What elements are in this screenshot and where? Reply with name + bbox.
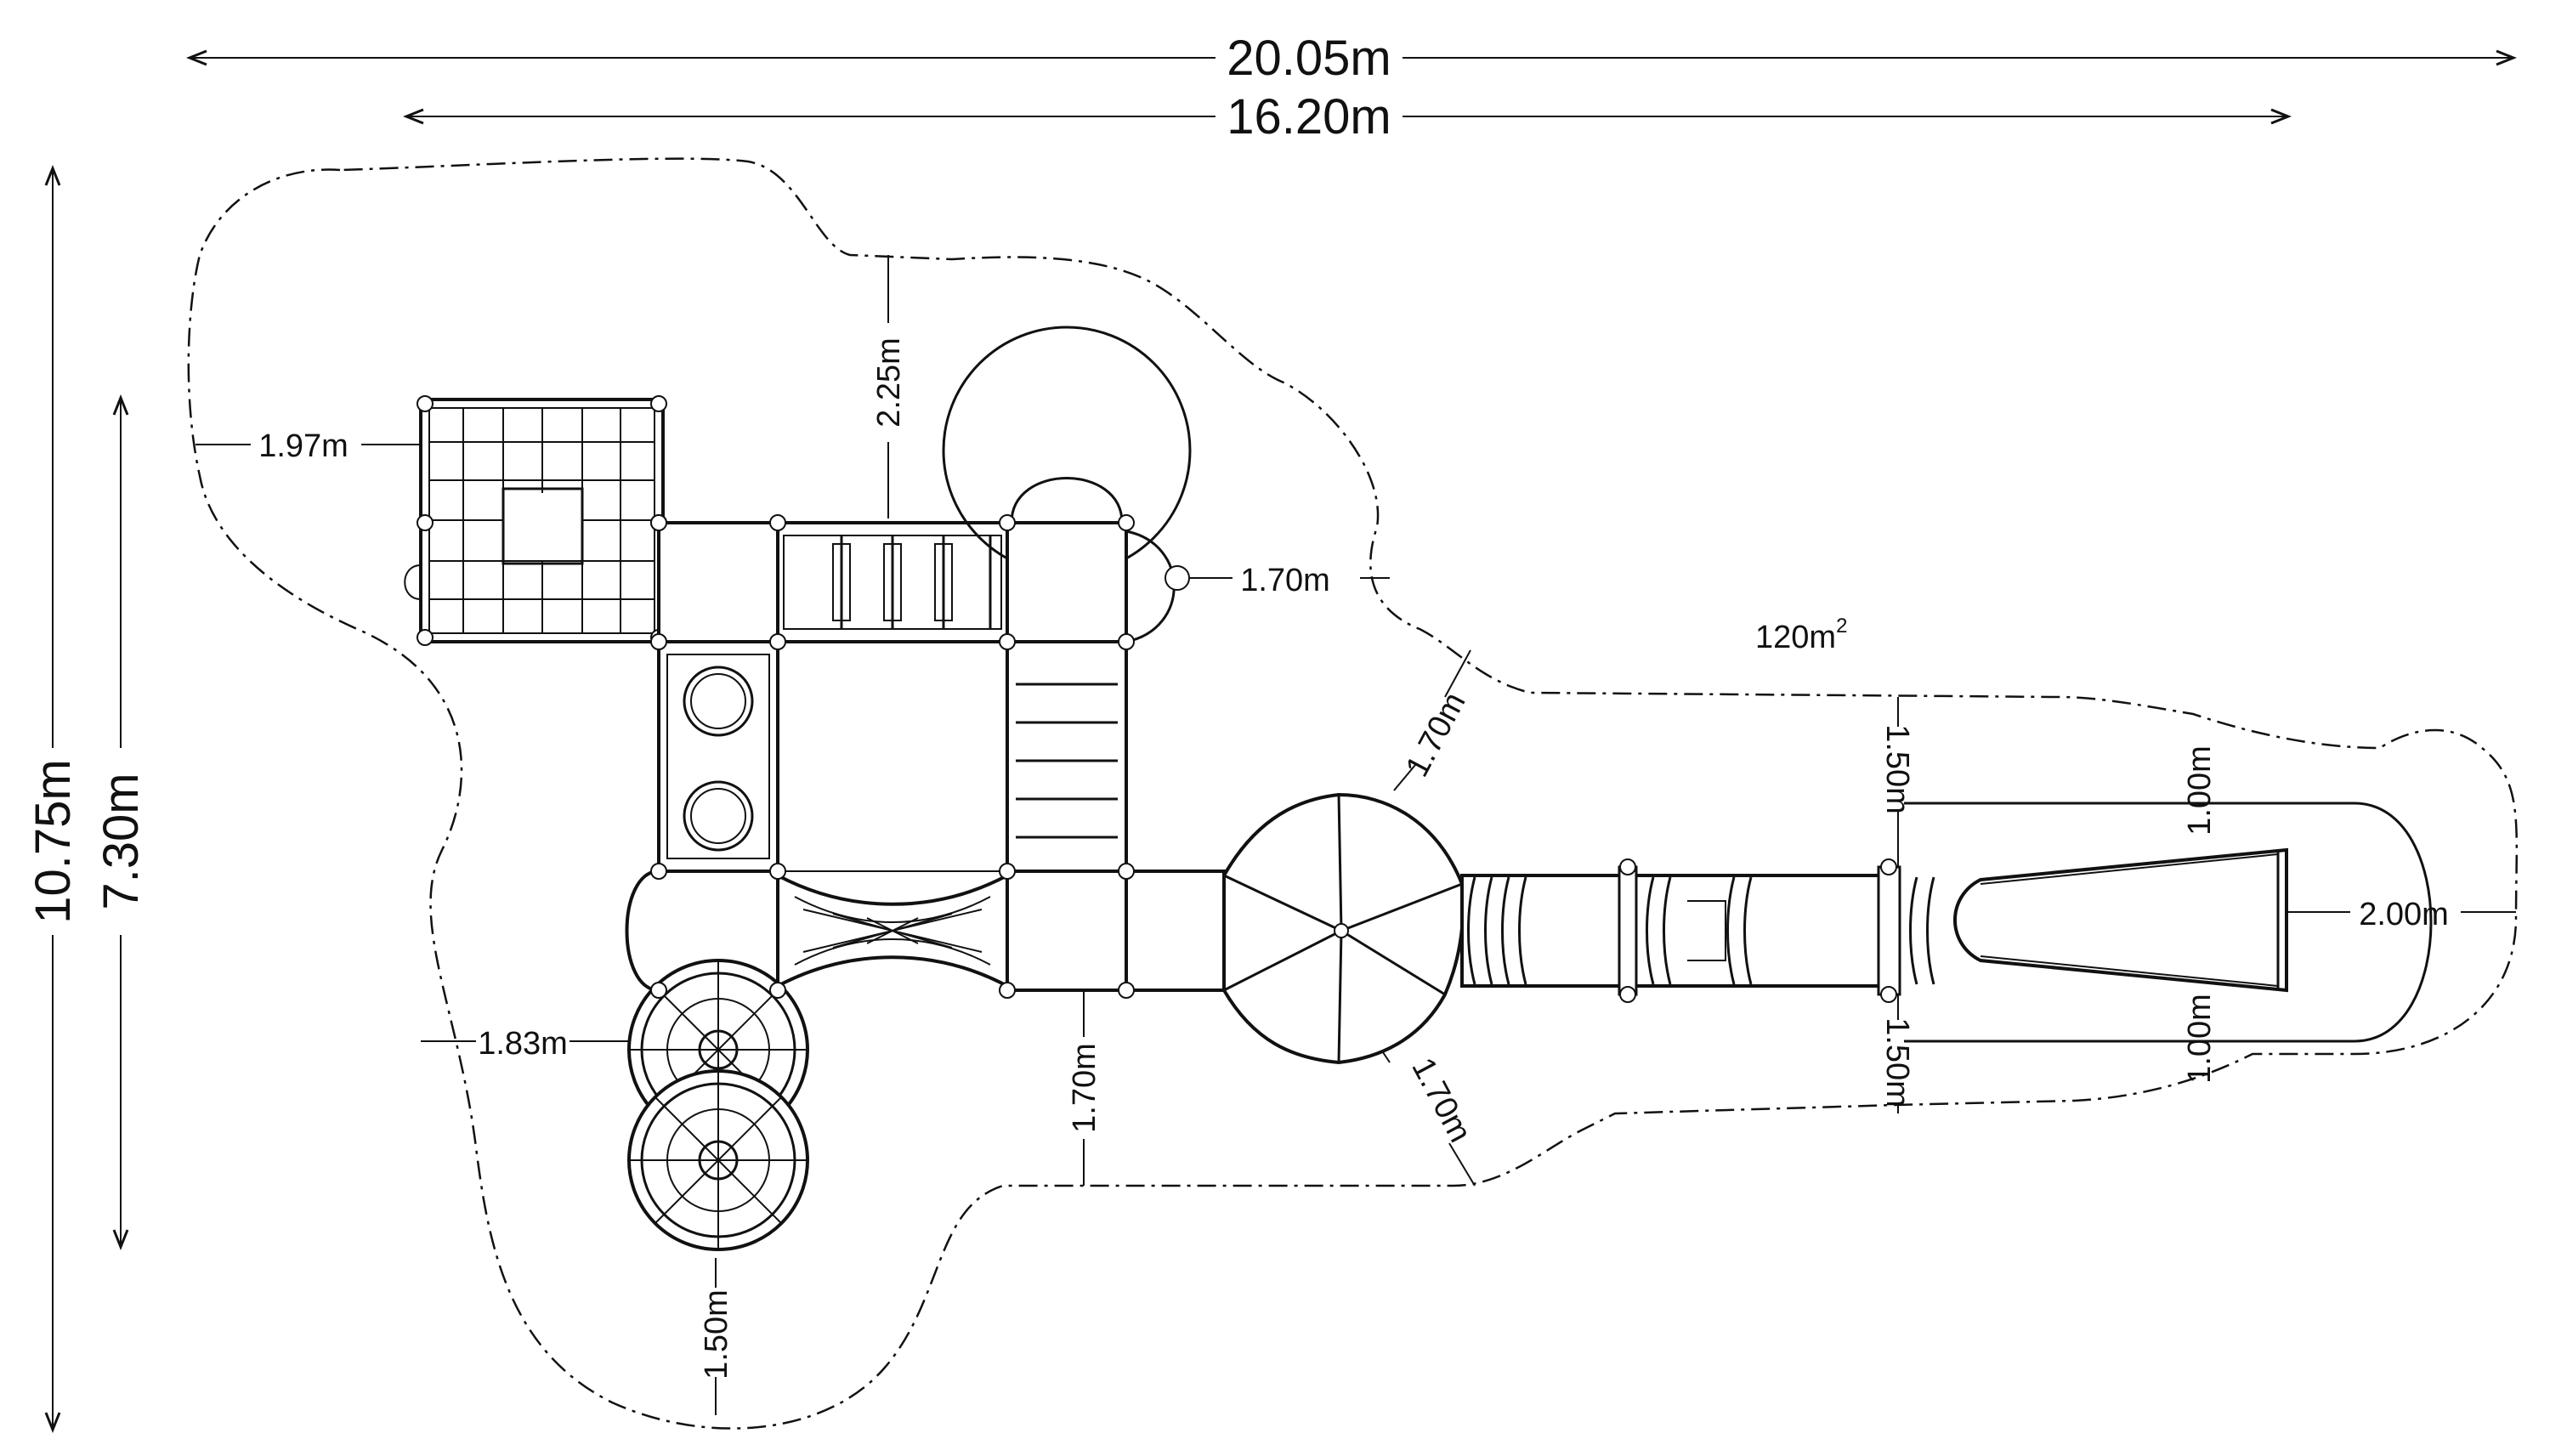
- safety-zone-outline: [187, 157, 2519, 1430]
- tower-side-panel: [1125, 530, 1176, 643]
- hex-bottom-clearance-line-b: [1448, 1142, 1476, 1187]
- climbing-grid-lines: [429, 408, 654, 633]
- deck-left: [657, 521, 779, 643]
- overall-width-label: 20.05m: [1227, 31, 1391, 86]
- net-bridge: [776, 872, 1009, 989]
- play-structure: [404, 326, 2433, 1251]
- tube-slide: [1460, 865, 1935, 996]
- hex-top-clearance-label: 1.70m: [1399, 687, 1473, 783]
- tower-clearance-label: 1.70m: [1240, 563, 1330, 598]
- center-open-area: [777, 641, 1008, 872]
- hexagon-roof-deck: [1222, 792, 1465, 1065]
- left-clearance-label: 1.97m: [258, 428, 348, 464]
- hex-bottom-clearance-label: 1.70m: [1404, 1052, 1478, 1148]
- climbing-grid: [404, 395, 667, 646]
- left-column: [657, 640, 779, 873]
- net-bottom-clearance-label: 1.50m: [699, 1289, 734, 1380]
- area-label: 120m2: [1755, 615, 1847, 655]
- area-unit-superscript: 2: [1836, 615, 1847, 637]
- overall-height-label: 10.75m: [26, 759, 81, 923]
- slide-end-clearance-label: 2.00m: [2359, 897, 2449, 932]
- slide-bottom-inner-label: 1.00m: [2182, 994, 2218, 1084]
- tower-knob: [1164, 565, 1190, 591]
- slide-runout-zone: [1904, 802, 2433, 1043]
- cargo-net-lower: [627, 1069, 809, 1251]
- deck-right-tower: [1006, 521, 1128, 643]
- structure-width-label: 16.20m: [1227, 89, 1391, 144]
- structure-height-label: 7.30m: [94, 773, 149, 909]
- ladder: [1006, 640, 1128, 873]
- slide-chute: [1953, 847, 2288, 993]
- area-value: 120m: [1755, 620, 1836, 655]
- bottom-center-clearance-label: 1.70m: [1067, 1043, 1102, 1133]
- net-side-clearance-label: 1.83m: [478, 1026, 568, 1062]
- deck-lower-walkway: [1125, 870, 1226, 992]
- deck-lower-right: [1006, 870, 1128, 992]
- rung-bridge: [776, 521, 1009, 643]
- hex-top-clearance-line-b: [1444, 649, 1471, 698]
- slide-top-inner-label: 1.00m: [2182, 745, 2218, 836]
- slide-bottom-clearance-label: 1.50m: [1879, 1017, 1915, 1108]
- dome-roof: [1010, 477, 1124, 524]
- top-clearance-label: 2.25m: [871, 337, 907, 428]
- posts: [650, 514, 1897, 1003]
- slide-top-clearance-label: 1.50m: [1879, 724, 1915, 814]
- hex-top-clearance-line-a: [1393, 764, 1416, 791]
